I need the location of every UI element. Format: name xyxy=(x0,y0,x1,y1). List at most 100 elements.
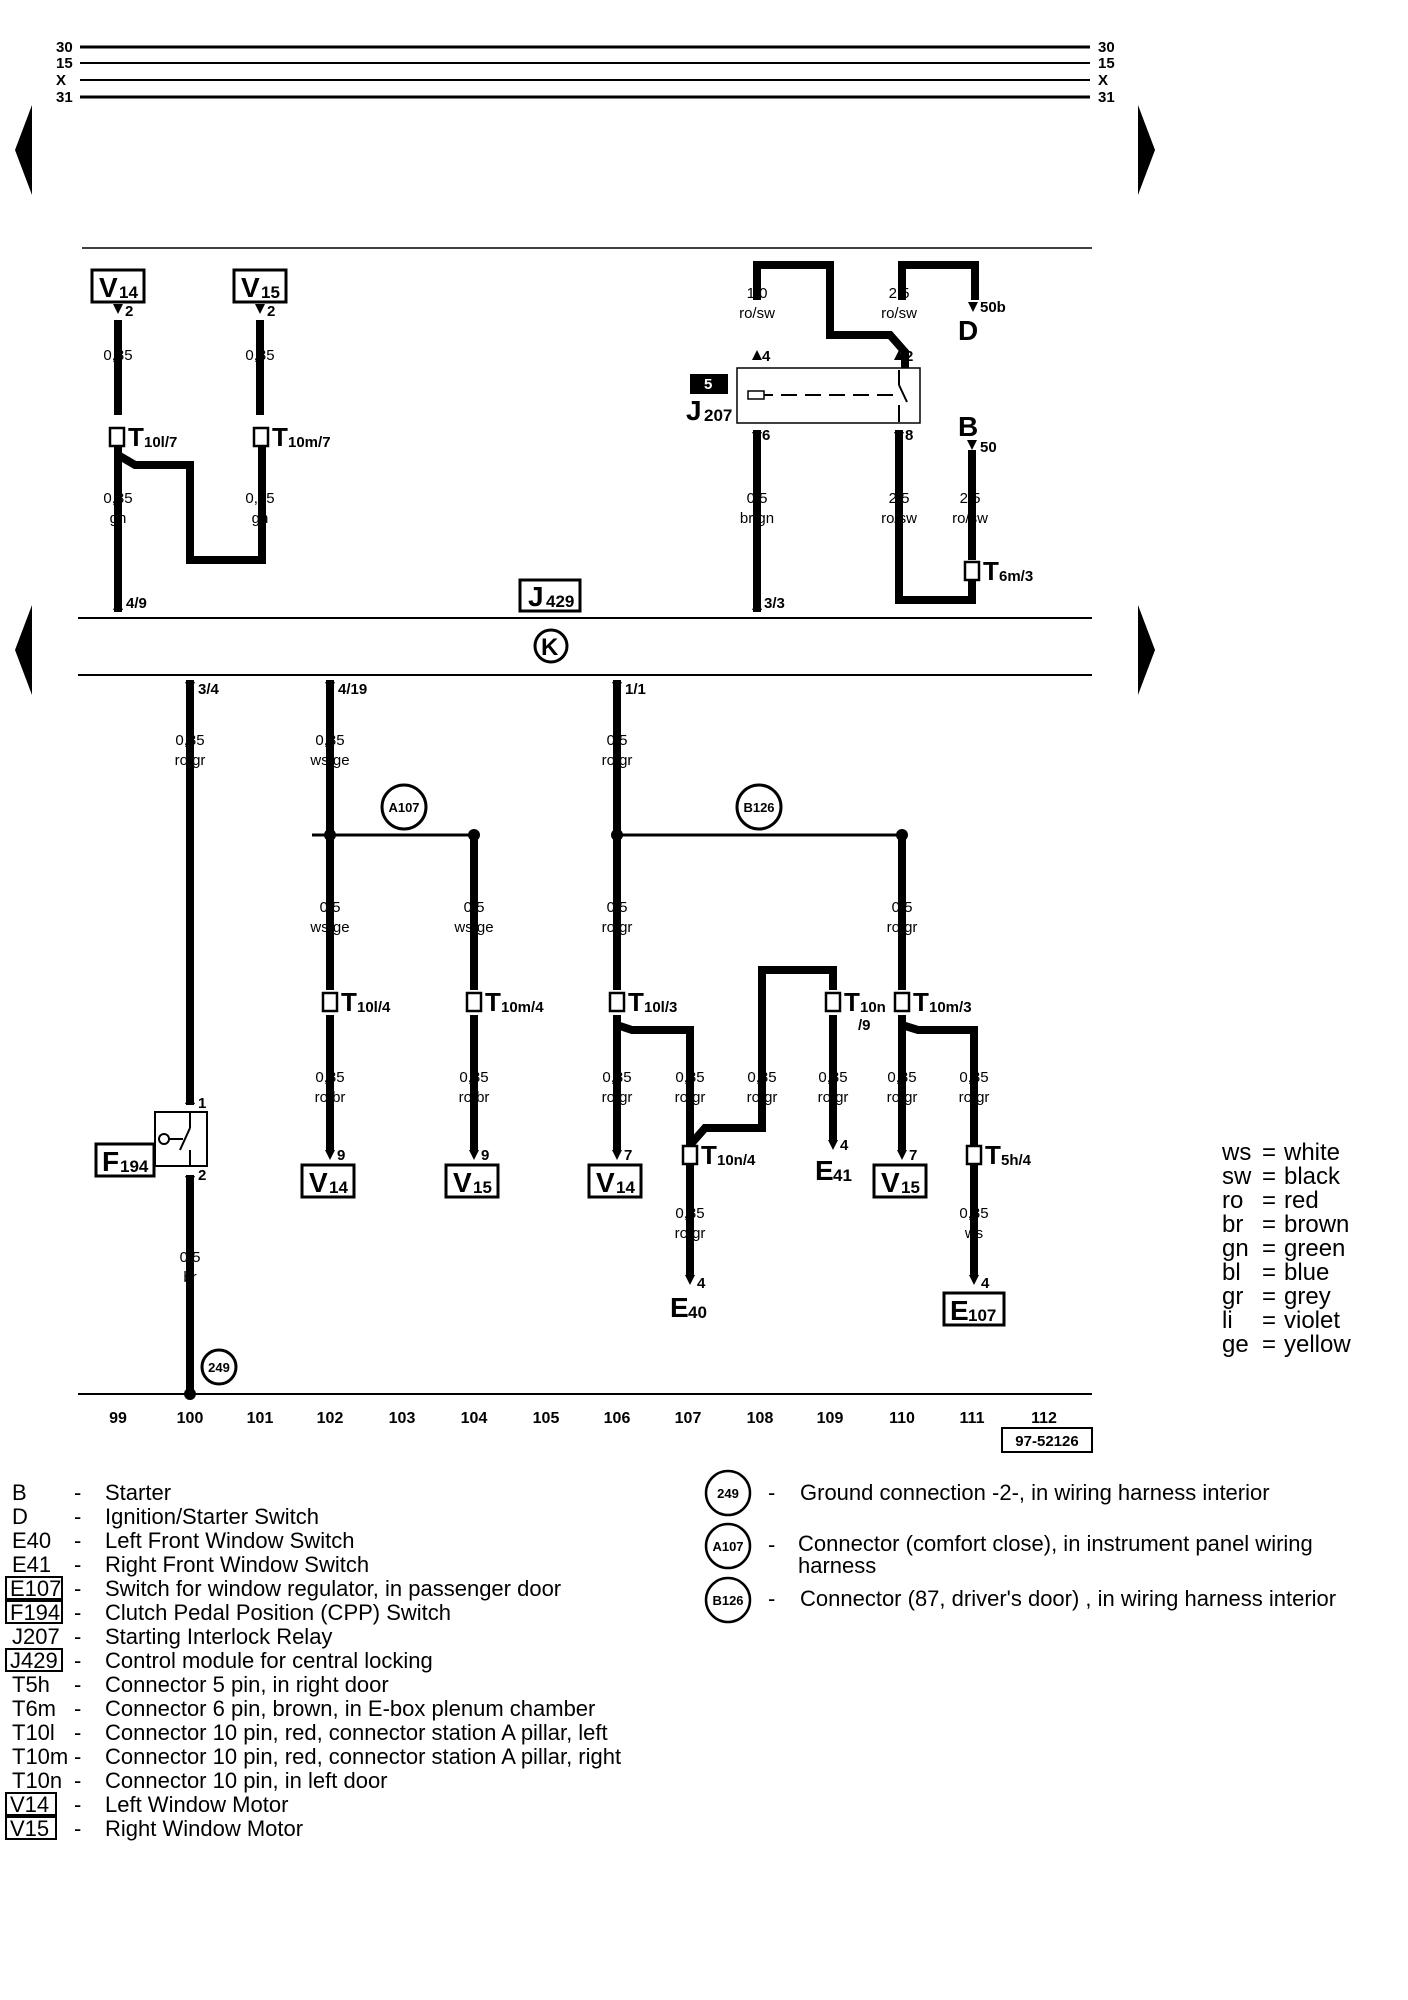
wire-label-w10-size: 0,35 xyxy=(175,732,204,749)
e40-switch[interactable]: E 40 xyxy=(670,1292,707,1323)
pin-v15b: 7 xyxy=(909,1147,917,1164)
e41-switch[interactable]: E 41 xyxy=(815,1155,852,1186)
svg-text:V14: V14 xyxy=(10,1792,49,1817)
svg-text:F194: F194 xyxy=(10,1600,60,1625)
wire-label-w6-size: 2,5 xyxy=(889,285,910,302)
svg-text:Connector (87, driver's door): Connector (87, driver's door) , in wirin… xyxy=(800,1586,1336,1611)
connector-t10n4[interactable]: T 10n/4 xyxy=(681,1140,756,1170)
wire-label-w21-size: 0,35 xyxy=(747,1069,776,1086)
pin-v15-top: 2 xyxy=(267,303,275,320)
v15-bottom-a[interactable]: V 15 xyxy=(444,1163,500,1199)
connector-t10m4[interactable]: T 10m/4 xyxy=(465,987,544,1017)
v15-bottom-b[interactable]: V 15 xyxy=(872,1163,928,1199)
svg-text:109: 109 xyxy=(817,1410,844,1427)
relay-j207[interactable]: 5 J 207 xyxy=(686,367,921,426)
clutch-switch-f194[interactable]: F 194 xyxy=(94,1111,208,1178)
starter-b[interactable]: B xyxy=(958,411,978,442)
svg-text:T5h: T5h xyxy=(12,1672,50,1697)
module-j429[interactable]: J 429 xyxy=(518,578,582,613)
svg-text:105: 105 xyxy=(533,1410,560,1427)
wire-label-w7-color: br/gn xyxy=(740,510,774,527)
connector-t6m3[interactable]: T 6m/3 xyxy=(963,556,1033,586)
svg-text:V: V xyxy=(596,1167,615,1198)
svg-text:/9: /9 xyxy=(858,1017,871,1034)
v14-top[interactable]: V 14 xyxy=(90,268,146,304)
svg-text:J207: J207 xyxy=(12,1624,60,1649)
color-key: ws=white sw=black ro=red br=brown gn=gre… xyxy=(1221,1139,1351,1358)
wire-relay-4 xyxy=(753,261,909,370)
svg-text:-: - xyxy=(74,1744,81,1769)
wires xyxy=(114,261,979,1394)
wire-label-w15-size: 0,5 xyxy=(607,899,628,916)
next-page-arrow-top[interactable] xyxy=(1138,105,1155,195)
svg-text:194: 194 xyxy=(120,1157,149,1176)
bus-label-x-left: X xyxy=(56,72,66,89)
svg-text:-: - xyxy=(74,1648,81,1673)
svg-text:T10n: T10n xyxy=(12,1768,62,1793)
next-page-arrow-middle[interactable] xyxy=(1138,605,1155,695)
connector-t10m7[interactable]: T 10m/7 xyxy=(252,422,331,452)
wire-t10l-t10m-jumper xyxy=(115,440,266,564)
svg-text:-: - xyxy=(768,1480,775,1505)
ignition-switch-d[interactable]: D xyxy=(958,315,978,346)
svg-text:J: J xyxy=(528,581,544,612)
svg-text:Left Window Motor: Left Window Motor xyxy=(105,1792,288,1817)
wire-label-w27-size: 0,35 xyxy=(959,1205,988,1222)
ground-249-circle[interactable]: 249 xyxy=(200,1348,238,1386)
connector-t10m3[interactable]: T 10m/3 xyxy=(893,987,972,1017)
connector-t10l4[interactable]: T 10l/4 xyxy=(321,987,391,1017)
v14-bottom-b[interactable]: V 14 xyxy=(587,1163,643,1199)
connector-t10l3[interactable]: T 10l/3 xyxy=(608,987,677,1017)
svg-text:10m/4: 10m/4 xyxy=(501,999,544,1016)
v15-top[interactable]: V 15 xyxy=(232,268,288,304)
svg-text:-: - xyxy=(74,1504,81,1529)
wire-label-w14-size: 0,5 xyxy=(464,899,485,916)
svg-text:=: = xyxy=(1262,1187,1276,1214)
svg-text:T: T xyxy=(844,987,860,1017)
svg-text:T: T xyxy=(985,1140,1001,1170)
wire-label-w24-color: ro/gr xyxy=(959,1089,990,1106)
bus-label-15-right: 15 xyxy=(1098,55,1115,72)
connector-t10n9[interactable]: T 10n /9 xyxy=(824,987,886,1034)
pin-v14b: 7 xyxy=(624,1147,632,1164)
svg-text:-: - xyxy=(768,1586,775,1611)
svg-text:99: 99 xyxy=(109,1410,127,1427)
connector-t10l7[interactable]: T 10l/7 xyxy=(108,422,177,452)
svg-text:=: = xyxy=(1262,1259,1276,1286)
svg-text:Connector 5 pin, in right door: Connector 5 pin, in right door xyxy=(105,1672,389,1697)
wire-label-w26-size: 0,35 xyxy=(675,1205,704,1222)
svg-text:10l/3: 10l/3 xyxy=(644,999,677,1016)
svg-text:102: 102 xyxy=(317,1410,344,1427)
svg-text:E41: E41 xyxy=(12,1552,51,1577)
svg-text:red: red xyxy=(1284,1187,1319,1214)
wire-label-w10-color: ro/gr xyxy=(175,752,206,769)
wire-relay-8-t6m3 xyxy=(895,430,976,604)
bus-label-30-left: 30 xyxy=(56,39,73,56)
svg-text:-: - xyxy=(74,1552,81,1577)
wire-label-w3-size: 0,35 xyxy=(103,490,132,507)
svg-text:Starting Interlock Relay: Starting Interlock Relay xyxy=(105,1624,332,1649)
svg-text:white: white xyxy=(1283,1139,1340,1166)
wire-label-w8-color: ro/sw xyxy=(881,510,917,527)
svg-text:14: 14 xyxy=(119,283,138,302)
connector-b126-circle[interactable]: B126 xyxy=(735,783,783,831)
connector-t5h4[interactable]: T 5h/4 xyxy=(965,1140,1032,1170)
previous-page-arrow-middle[interactable] xyxy=(15,605,32,695)
connector-a107-circle[interactable]: A107 xyxy=(380,783,428,831)
pin-relay-8: 8 xyxy=(905,427,913,444)
svg-text:Right Window Motor: Right Window Motor xyxy=(105,1816,303,1841)
column-numbers: 99 100 101 102 103 104 105 106 107 108 1… xyxy=(109,1410,1057,1427)
previous-page-arrow-top[interactable] xyxy=(15,105,32,195)
svg-text:5h/4: 5h/4 xyxy=(1001,1152,1032,1169)
v14-bottom-a[interactable]: V 14 xyxy=(300,1163,356,1199)
svg-text:112: 112 xyxy=(1031,1410,1057,1427)
svg-text:Ignition/Starter Switch: Ignition/Starter Switch xyxy=(105,1504,319,1529)
svg-text:=: = xyxy=(1262,1139,1276,1166)
wire-label-w16-size: 0,5 xyxy=(892,899,913,916)
e107-switch[interactable]: E 107 xyxy=(942,1291,1006,1327)
svg-text:ge: ge xyxy=(1222,1331,1249,1358)
wire-label-w12-color: ro/gr xyxy=(602,752,633,769)
svg-text:Connector 10 pin, red, connect: Connector 10 pin, red, connector station… xyxy=(105,1744,621,1769)
pin-relay-2: 2 xyxy=(905,348,913,365)
pin-e107: 4 xyxy=(981,1275,990,1292)
